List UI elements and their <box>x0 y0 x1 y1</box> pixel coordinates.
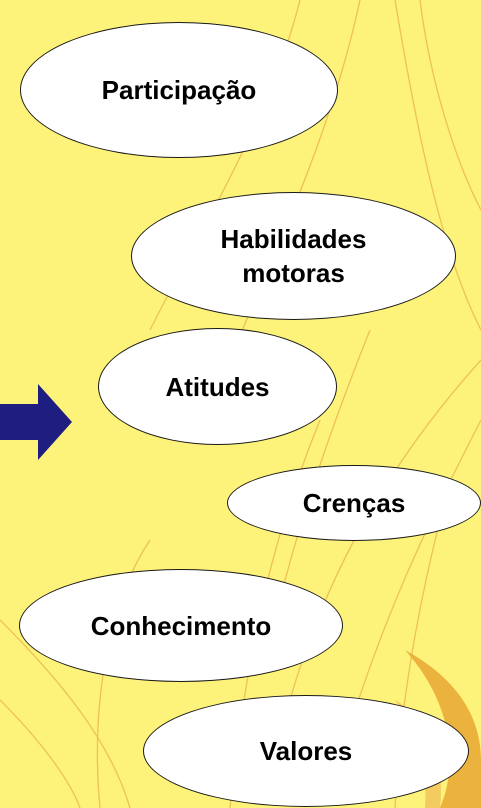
node-participacao: Participação <box>20 22 338 158</box>
node-conhecimento: Conhecimento <box>19 569 343 682</box>
node-crencas-label: Crenças <box>302 488 406 518</box>
node-atitudes: Atitudes <box>98 328 337 445</box>
node-valores: Valores <box>143 695 469 807</box>
node-crencas: Crenças <box>227 465 481 541</box>
node-habilidades-label-line2: motoras <box>242 258 345 288</box>
node-atitudes-label: Atitudes <box>165 371 270 402</box>
node-valores-label: Valores <box>259 736 353 766</box>
node-conhecimento-label: Conhecimento <box>90 610 272 641</box>
right-arrow-icon <box>0 384 72 460</box>
node-participacao-label: Participação <box>101 75 257 105</box>
node-habilidades-label-line1: Habilidades <box>220 224 367 254</box>
node-habilidades-motoras: Habilidades motoras <box>131 192 456 320</box>
